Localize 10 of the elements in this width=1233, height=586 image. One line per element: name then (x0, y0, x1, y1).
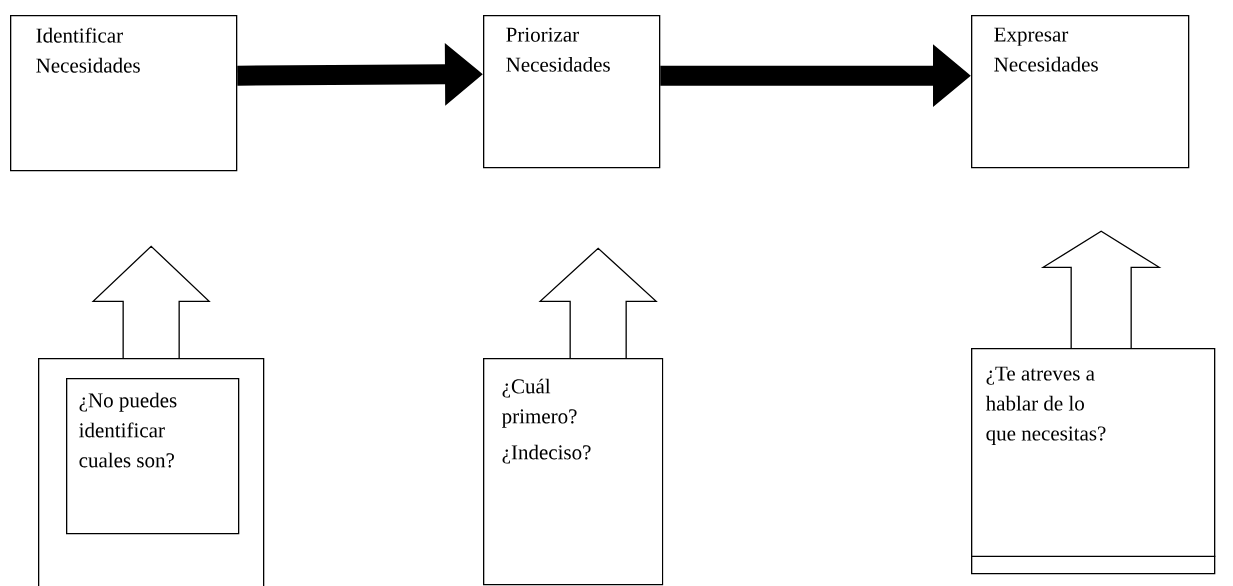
process-box: Identificar Necesidades (10, 15, 238, 172)
question-box: ¿Cuál primero? ¿Indeciso? (483, 358, 664, 586)
question-box: ¿No puedes identificar cuales son? (66, 378, 240, 535)
hollow-arrow (91, 245, 211, 359)
hollow-arrow (538, 247, 658, 359)
process-box: Priorizar Necesidades (483, 15, 661, 169)
process-box: Expresar Necesidades (971, 15, 1190, 169)
outer-box (38, 358, 265, 586)
question-box: ¿Te atreves a hablar de lo que necesitas? (970, 348, 1216, 575)
hollow-arrow (1040, 230, 1162, 349)
